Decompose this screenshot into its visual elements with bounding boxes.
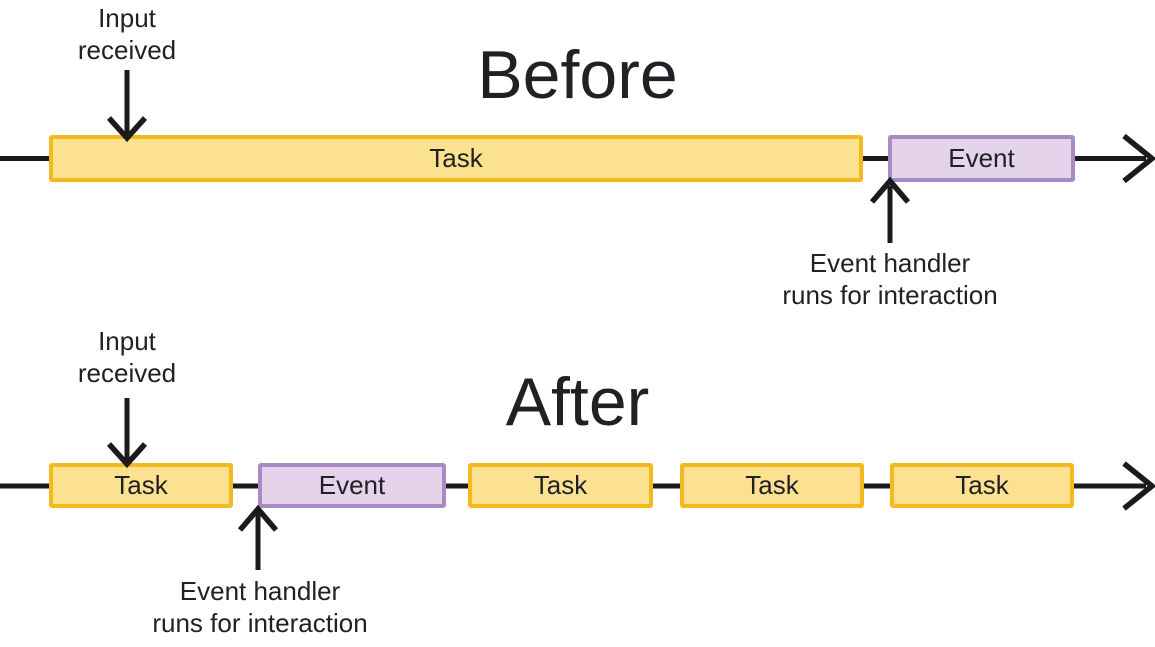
segment-label: Task <box>114 470 168 500</box>
after-task-segment-1: Task <box>49 463 233 508</box>
after-input-annotation: Input received <box>77 326 177 388</box>
segment-label: Event <box>318 470 386 500</box>
after-task-segment-2: Task <box>468 463 653 508</box>
before-task-segment: Task <box>49 135 863 182</box>
before-event-segment: Event <box>888 135 1075 182</box>
before-handler-arrowhead-icon <box>869 176 911 204</box>
after-handler-annotation: Event handler runs for interaction <box>152 576 368 638</box>
segment-label: Task <box>429 143 483 173</box>
before-timeline-arrowhead-icon <box>1122 133 1155 184</box>
after-task-segment-4: Task <box>890 463 1074 508</box>
before-handler-annotation: Event handler runs for interaction <box>782 248 998 310</box>
after-timeline-arrowhead-icon <box>1122 461 1155 511</box>
after-input-arrowhead-icon <box>106 442 148 469</box>
segment-label: Event <box>948 143 1015 173</box>
before-input-annotation: Input received <box>77 3 177 65</box>
segment-label: Task <box>745 470 799 500</box>
segment-label: Task <box>533 470 588 500</box>
after-event-segment: Event <box>258 463 446 508</box>
before-title: Before <box>477 37 678 113</box>
after-title: After <box>505 364 650 440</box>
segment-label: Task <box>955 470 1009 500</box>
after-handler-arrowhead-icon <box>237 504 279 532</box>
after-task-segment-3: Task <box>680 463 864 508</box>
